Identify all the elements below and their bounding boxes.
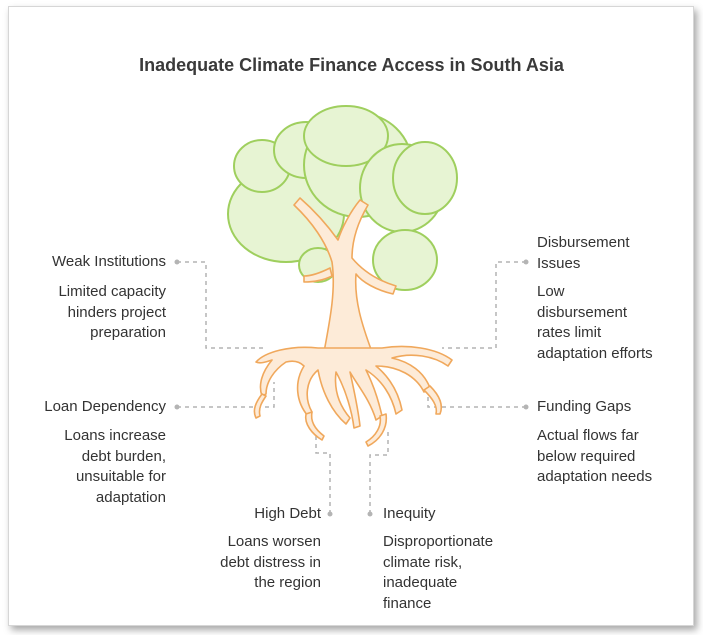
root-left-tip (253, 393, 267, 419)
desc-inequity: Disproportionate climate risk, inadequat… (383, 532, 493, 614)
label-line: Disbursement (537, 234, 630, 251)
label-loan-dependency: Loan Dependency (44, 398, 166, 415)
label-high-debt: High Debt (254, 505, 321, 522)
desc-disbursement-issues: Low disbursement rates limit adaptation … (537, 282, 653, 364)
desc-line: Loans worsen (227, 533, 321, 550)
desc-line: inadequate (383, 574, 458, 591)
desc-line: preparation (90, 324, 166, 341)
desc-line: debt distress in (220, 553, 321, 571)
label-disbursement-issues: Disbursement Issues (537, 232, 630, 274)
desc-line: finance (383, 594, 432, 612)
desc-weak-institutions: Limited capacity hinders project prepara… (58, 282, 166, 344)
desc-line: adaptation needs (537, 468, 653, 485)
desc-line: Loans increase (64, 427, 166, 444)
desc-line: Disproportionate (383, 533, 494, 550)
desc-loan-dependency: Loans increase debt burden, unsuitable f… (64, 426, 166, 508)
tree-trunk-roots (253, 197, 453, 447)
tree-foliage (227, 105, 458, 291)
desc-funding-gaps: Actual flows far below required adaptati… (537, 426, 652, 488)
desc-line: debt burden, (81, 447, 166, 465)
desc-line: adaptation (95, 488, 166, 506)
connector-inequity (369, 432, 389, 514)
tree-trunk (293, 197, 397, 353)
desc-line: disbursement (537, 303, 628, 321)
desc-line: Actual flows far (537, 427, 639, 444)
desc-line: below required (537, 447, 636, 465)
diagram-title: Inadequate Climate Finance Access in Sou… (139, 55, 564, 75)
branch-left-small (303, 267, 333, 283)
connector-funding-gaps (427, 385, 526, 408)
label-weak-institutions: Weak Institutions (52, 253, 166, 270)
root-center-right-tip (365, 413, 388, 447)
desc-line: the region (254, 574, 321, 591)
connector-weak-institutions (177, 261, 264, 349)
desc-line: adaptation efforts (537, 344, 653, 362)
label-line: Issues (537, 255, 581, 272)
desc-high-debt: Loans worsen debt distress in the region (220, 532, 321, 594)
desc-line: unsuitable for (75, 468, 166, 485)
label-inequity: Inequity (383, 505, 436, 522)
desc-line: Low (537, 283, 565, 300)
label-funding-gaps: Funding Gaps (537, 398, 632, 415)
connector-disbursement (442, 261, 526, 349)
desc-line: hinders project (67, 303, 166, 321)
connector-loan-dependency (177, 382, 275, 408)
root-right-tip (423, 385, 443, 415)
roots-spread (255, 345, 453, 429)
connector-dots (174, 259, 529, 517)
root-center-tip (304, 411, 325, 441)
desc-line: climate risk, (383, 553, 463, 571)
desc-line: rates limit (537, 324, 602, 341)
connector-high-debt (315, 430, 331, 514)
desc-line: Limited capacity (58, 283, 166, 300)
